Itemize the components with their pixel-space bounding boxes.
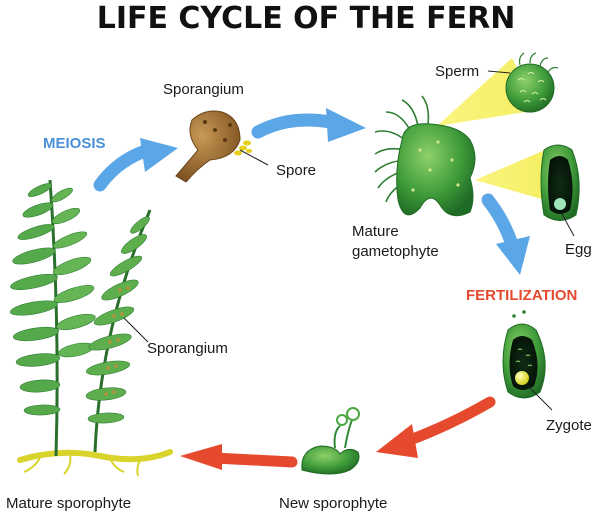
gametophyte-label-line2: gametophyte: [352, 243, 439, 260]
page-title: LIFE CYCLE OF THE FERN: [97, 1, 516, 36]
spore-to-gametophyte-arrow: [251, 108, 366, 142]
meiosis-label: MEIOSIS: [43, 135, 106, 152]
mature-sporophyte-illustration: [10, 179, 173, 477]
zygote-illustration: [502, 310, 546, 399]
mature-sporophyte-label: Mature sporophyte: [6, 495, 131, 512]
egg-leader-line: [561, 213, 575, 237]
new-to-mature-sporophyte-arrow: [180, 444, 298, 470]
sporangium-leaf-label: Sporangium: [147, 340, 228, 357]
new-sporophyte-illustration: [301, 407, 360, 475]
zygote-label: Zygote: [546, 417, 592, 434]
spore-leader-line: [239, 149, 269, 166]
meiosis-arrow: [93, 138, 178, 192]
sporangium-leaf-leader-line: [123, 317, 149, 343]
sperm-label: Sperm: [435, 63, 479, 80]
new-sporophyte-label: New sporophyte: [279, 495, 387, 512]
sperm-illustration: [505, 52, 559, 113]
egg-light-beam: [475, 150, 545, 200]
gametophyte-to-fertilization-arrow: [481, 193, 530, 275]
spore-label: Spore: [276, 162, 316, 179]
fertilization-label: FERTILIZATION: [466, 287, 577, 304]
egg-illustration: [540, 144, 580, 221]
sporangium-top-label: Sporangium: [163, 81, 244, 98]
zygote-leader-line: [527, 385, 553, 411]
sporangium-illustration: [175, 110, 252, 183]
gametophyte-label-line1: Mature: [352, 223, 399, 240]
zygote-to-new-sporophyte-arrow: [376, 396, 496, 458]
sperm-leader-line: [487, 70, 511, 74]
egg-label: Egg: [565, 241, 592, 258]
